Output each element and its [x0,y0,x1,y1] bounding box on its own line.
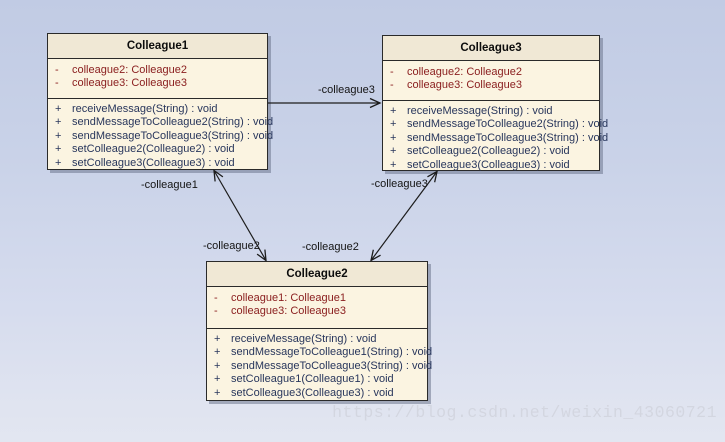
methods-section: + receiveMessage(String) : void + sendMe… [207,329,432,400]
visibility-public: + [55,143,62,156]
visibility-private: - [390,79,394,92]
attributes-section: - colleague1: Colleague1 - colleague3: C… [207,287,427,329]
visibility-public: + [390,105,397,117]
attribute-row: - colleague3: Colleague3 [48,77,267,90]
method-row: + receiveMessage(String) : void [48,103,267,116]
method-text: setColleague3(Colleague3) : void [72,156,235,169]
method-row: + setColleague3(Colleague3) : void [48,157,267,170]
class-colleague1[interactable]: Colleague1 - colleague2: Colleague2 - co… [47,33,273,170]
method-row: + sendMessageToColleague3(String) : void [383,131,608,145]
visibility-public: + [55,116,62,129]
visibility-private: - [390,66,394,78]
methods-section: + receiveMessage(String) : void + sendMe… [383,101,608,172]
method-text: setColleague3(Colleague3) : void [231,386,394,399]
method-text: receiveMessage(String) : void [72,103,218,115]
visibility-public: + [390,131,397,144]
method-row: + sendMessageToColleague3(String) : void [48,129,273,143]
attributes-section: - colleague2: Colleague2 - colleague3: C… [48,59,267,99]
visibility-public: + [214,359,221,372]
method-row: + setColleague1(Colleague1) : void [207,373,427,386]
visibility-public: + [214,373,221,386]
attributes-section: - colleague2: Colleague2 - colleague3: C… [383,61,599,101]
class-title: Colleague1 [48,34,267,59]
attribute-text: colleague1: Colleague1 [231,292,346,304]
attribute-row: - colleague3: Colleague3 [383,79,599,92]
method-row: + sendMessageToColleague1(String) : void [207,346,432,359]
attribute-row: - colleague2: Colleague2 [383,66,599,79]
method-text: sendMessageToColleague3(String) : void [231,359,433,372]
attribute-text: colleague3: Colleague3 [72,77,187,90]
method-text: setColleague1(Colleague1) : void [231,373,394,386]
visibility-public: + [55,103,62,115]
attribute-row: - colleague3: Colleague3 [207,305,427,318]
method-row: + setColleague2(Colleague2) : void [48,143,267,156]
attribute-text: colleague3: Colleague3 [407,79,522,92]
visibility-public: + [55,156,62,169]
edge-label-colleague2-right: -colleague2 [302,241,359,253]
method-text: receiveMessage(String) : void [231,333,377,345]
method-row: + setColleague3(Colleague3) : void [207,387,427,400]
method-row: + sendMessageToColleague3(String) : void [207,359,432,373]
class-colleague3[interactable]: Colleague3 - colleague2: Colleague2 - co… [382,35,608,172]
class-colleague2[interactable]: Colleague2 - colleague1: Colleague1 - co… [206,261,432,401]
method-text: sendMessageToColleague1(String) : void [231,346,433,359]
attribute-text: colleague3: Colleague3 [231,305,346,318]
method-text: sendMessageToColleague3(String) : void [72,129,274,142]
class-title: Colleague2 [207,262,427,287]
visibility-public: + [214,346,221,359]
method-text: setColleague2(Colleague2) : void [407,145,570,158]
method-row: + receiveMessage(String) : void [383,105,599,118]
attribute-text: colleague2: Colleague2 [407,66,522,78]
visibility-public: + [390,118,397,131]
method-row: + sendMessageToColleague2(String) : void [48,116,273,129]
visibility-public: + [390,158,397,171]
class-title: Colleague3 [383,36,599,61]
method-text: setColleague3(Colleague3) : void [407,158,570,171]
method-text: setColleague2(Colleague2) : void [72,143,235,156]
visibility-public: + [214,333,221,345]
edge-label-colleague3-diagonal: -colleague3 [371,178,428,190]
method-text: sendMessageToColleague3(String) : void [407,131,609,144]
method-row: + setColleague2(Colleague2) : void [383,145,599,158]
method-text: receiveMessage(String) : void [407,105,553,117]
methods-section: + receiveMessage(String) : void + sendMe… [48,99,273,170]
attribute-row: - colleague2: Colleague2 [48,64,267,77]
edge-label-colleague1: -colleague1 [141,179,198,191]
visibility-private: - [55,77,59,90]
edge-label-colleague3-top: -colleague3 [318,84,375,96]
visibility-public: + [390,145,397,158]
attribute-row: - colleague1: Colleague1 [207,292,427,305]
visibility-private: - [55,64,59,76]
visibility-private: - [214,292,218,304]
watermark-url: https://blog.csdn.net/weixin_43060721 [332,403,717,422]
visibility-public: + [55,129,62,142]
method-row: + sendMessageToColleague2(String) : void [383,118,608,131]
method-text: sendMessageToColleague2(String) : void [407,118,609,131]
edge-label-colleague2-left: -colleague2 [203,240,260,252]
visibility-private: - [214,305,218,318]
visibility-public: + [214,386,221,399]
method-text: sendMessageToColleague2(String) : void [72,116,274,129]
method-row: + setColleague3(Colleague3) : void [383,159,599,172]
method-row: + receiveMessage(String) : void [207,333,427,346]
attribute-text: colleague2: Colleague2 [72,64,187,76]
